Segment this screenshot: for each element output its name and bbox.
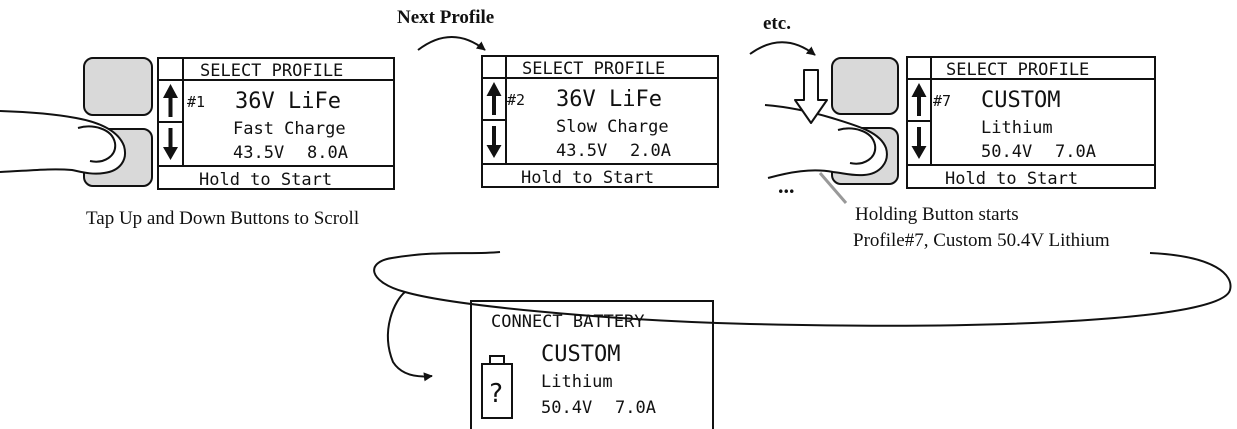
profile-number: #7 bbox=[933, 92, 951, 110]
screen-footer: Hold to Start bbox=[199, 170, 332, 190]
profile-mode: Fast Charge bbox=[233, 119, 346, 139]
physical-up-button[interactable] bbox=[831, 57, 899, 115]
profile-number: #2 bbox=[507, 91, 525, 109]
physical-up-button[interactable] bbox=[83, 57, 153, 116]
screen-footer: Hold to Start bbox=[945, 169, 1078, 189]
profile-current: 7.0A bbox=[615, 398, 656, 418]
battery-icon: ? bbox=[481, 355, 513, 419]
finger-icon bbox=[764, 104, 888, 179]
tap-instruction: Tap Up and Down Buttons to Scroll bbox=[86, 208, 359, 229]
profile-name: CUSTOM bbox=[981, 88, 1060, 113]
ellipsis-label: ... bbox=[778, 173, 795, 198]
callout-line bbox=[818, 172, 848, 204]
profile-name: 36V LiFe bbox=[556, 87, 662, 112]
up-arrow-icon bbox=[163, 84, 178, 117]
lcd-screen-2: SELECT PROFILE #2 36V LiFe Slow Charge 4… bbox=[481, 55, 719, 188]
next-arrow-icon bbox=[417, 36, 486, 51]
screen-header: SELECT PROFILE bbox=[522, 59, 665, 79]
profile-name: CUSTOM bbox=[541, 342, 620, 367]
profile-mode: Lithium bbox=[541, 372, 613, 392]
profile-name: 36V LiFe bbox=[235, 89, 341, 114]
press-arrow-icon bbox=[794, 69, 828, 124]
etc-label: etc. bbox=[763, 13, 791, 34]
etc-arrow-icon bbox=[749, 41, 816, 56]
down-arrow-icon bbox=[911, 127, 927, 159]
profile-mode: Slow Charge bbox=[556, 117, 669, 137]
loop-arrow-icon bbox=[387, 291, 433, 382]
screen-footer: Hold to Start bbox=[521, 168, 654, 188]
profile-voltage: 43.5V bbox=[233, 143, 284, 163]
down-arrow-icon bbox=[486, 126, 502, 158]
screen-header: CONNECT BATTERY bbox=[491, 312, 645, 332]
holding-caption-line2: Profile#7, Custom 50.4V Lithium bbox=[853, 230, 1110, 251]
profile-voltage: 50.4V bbox=[981, 142, 1032, 162]
holding-caption-line1: Holding Button starts bbox=[855, 204, 1019, 225]
up-arrow-icon bbox=[486, 82, 502, 115]
screen-header: SELECT PROFILE bbox=[946, 60, 1089, 80]
profile-number: #1 bbox=[187, 93, 205, 111]
down-arrow-icon bbox=[163, 128, 178, 160]
profile-current: 2.0A bbox=[630, 141, 671, 161]
lcd-screen-connect-battery: CONNECT BATTERY ? CUSTOM Lithium 50.4V 7… bbox=[470, 300, 714, 429]
profile-current: 8.0A bbox=[307, 143, 348, 163]
profile-voltage: 43.5V bbox=[556, 141, 607, 161]
screen-header: SELECT PROFILE bbox=[200, 61, 343, 81]
lcd-screen-1: SELECT PROFILE #1 36V LiFe Fast Charge 4… bbox=[157, 57, 395, 190]
profile-current: 7.0A bbox=[1055, 142, 1096, 162]
finger-icon bbox=[0, 110, 126, 175]
profile-mode: Lithium bbox=[981, 118, 1053, 138]
return-loop-line bbox=[373, 251, 1232, 327]
up-arrow-icon bbox=[911, 83, 927, 116]
next-profile-label: Next Profile bbox=[397, 7, 494, 28]
profile-voltage: 50.4V bbox=[541, 398, 592, 418]
lcd-screen-3: SELECT PROFILE #7 CUSTOM Lithium 50.4V 7… bbox=[906, 56, 1156, 189]
battery-unknown-symbol: ? bbox=[488, 379, 504, 409]
